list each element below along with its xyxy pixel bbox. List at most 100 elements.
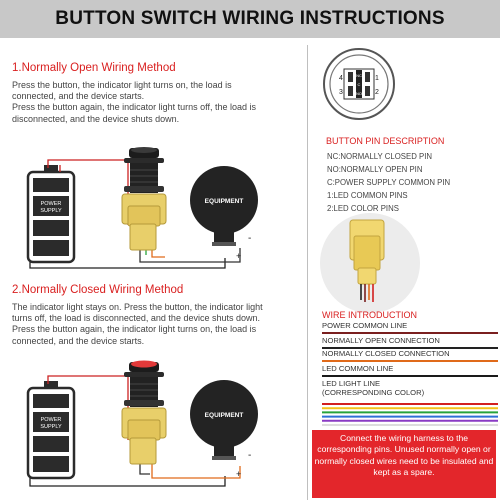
wire-label: NORMALLY CLOSED CONNECTION (322, 349, 450, 358)
pin (348, 72, 353, 82)
switch-button-lit (131, 360, 157, 368)
power-supply-label: POWER (41, 417, 62, 423)
normally-closed-heading: 2.Normally Closed Wiring Method (12, 284, 184, 296)
list-item: 1:LED COMMON PINS (327, 191, 408, 200)
wire-label: NORMALLY OPEN CONNECTION (322, 336, 440, 345)
equipment-base (214, 444, 234, 456)
power-supply-label: POWER (41, 201, 62, 207)
wire-row-normally-open: NORMALLY OPEN CONNECTION (322, 336, 498, 349)
wire-label: (CORRESPONDING COLOR) (322, 387, 425, 397)
connector-housing (353, 235, 381, 271)
battery-cell (33, 220, 69, 236)
list-item: C:POWER SUPPLY COMMON PIN (327, 178, 451, 187)
battery-terminal (44, 381, 58, 389)
battery-cell (33, 196, 69, 216)
equipment-base (214, 230, 234, 242)
pin-c-label: C (358, 82, 361, 87)
text-line: connected, and the device starts. (12, 91, 145, 102)
load-wire (139, 248, 241, 263)
pin (348, 86, 353, 96)
power-supply-label: SUPPLY (40, 208, 62, 214)
minus-sign: - (248, 450, 251, 461)
switch-nut (124, 186, 164, 192)
pin-number-label: 2 (375, 89, 379, 96)
wire-row-power-common: POWER COMMON LINE (322, 321, 498, 334)
power-supply-label: SUPPLY (40, 424, 62, 430)
pin-center-bar (356, 70, 362, 98)
wire-line (322, 374, 498, 377)
normally-open-heading: 1.Normally Open Wiring Method (12, 62, 176, 74)
text-line: Press the button again, the indicator li… (12, 102, 256, 113)
normally-closed-diagram: POWER SUPPLY + - EQUIPMENT (26, 360, 258, 487)
battery-cell (33, 436, 69, 452)
battery-cell (33, 240, 69, 256)
title-banner: BUTTON SWITCH WIRING INSTRUCTIONS (0, 0, 500, 38)
wire-row-led-common: LED COMMON LINE (322, 364, 498, 377)
wire-line (322, 331, 498, 334)
wire-label: LED COMMON LINE (322, 364, 394, 373)
connector-plug (357, 267, 377, 285)
text-line: The indicator light stays on. Press the … (12, 302, 263, 312)
battery-terminal (44, 165, 58, 173)
equipment-label: EQUIPMENT (205, 198, 244, 205)
pin-number-label: 4 (339, 75, 343, 82)
wire-line (322, 359, 498, 362)
equipment-label: EQUIPMENT (205, 412, 244, 419)
notice-box: Connect the wiring harness to the corres… (312, 430, 496, 498)
pin (365, 72, 370, 82)
unused-nc-wire (151, 248, 165, 258)
switch-pin-face: 4 3 1 2 NC C NO (323, 48, 395, 120)
led-color-lines (322, 403, 498, 426)
switch-nut (124, 400, 164, 406)
wire-line (322, 346, 498, 349)
connector-photo (320, 213, 420, 313)
equipment-terminal (212, 242, 236, 246)
text-line: Press the button, the indicator light tu… (12, 80, 232, 90)
equipment-terminal (212, 456, 236, 460)
connector-housing (127, 205, 161, 227)
switch-button-top (131, 147, 157, 153)
normally-open-diagram: POWER SUPPLY + - EQUIPMENT (26, 147, 258, 269)
list-item: NO:NORMALLY OPEN PIN (327, 165, 423, 174)
return-wire (29, 476, 226, 487)
connector-housing (127, 419, 161, 441)
normally-open-text: Press the button, the indicator light tu… (12, 80, 256, 125)
battery-cell (33, 394, 69, 408)
text-line: turns off, the load is disconnected, and… (12, 313, 260, 324)
pin-description-heading: BUTTON PIN DESCRIPTION (326, 136, 445, 146)
pin-description-list: NC:NORMALLY CLOSED PIN NO:NORMALLY OPEN … (327, 150, 450, 215)
equipment-body (190, 380, 258, 448)
list-item: 2:LED COLOR PINS (327, 204, 399, 213)
connector-plug (129, 437, 157, 465)
wire-introduction-heading: WIRE INTRODUCTION (322, 310, 417, 320)
page-title: BUTTON SWITCH WIRING INSTRUCTIONS (55, 8, 445, 29)
plus-sign: + (236, 469, 241, 479)
unused-no-wire (139, 464, 150, 475)
pin-number-label: 1 (375, 75, 379, 82)
text-line: connected, and the device starts. (12, 335, 145, 346)
pin-number-label: 3 (339, 89, 343, 96)
connector-plug (129, 223, 157, 251)
list-item: NC:NORMALLY CLOSED PIN (327, 152, 432, 161)
switch-bezel (124, 372, 164, 377)
minus-sign: - (248, 233, 251, 244)
pin (365, 86, 370, 96)
pin-no-label: NO (356, 91, 362, 96)
battery-cell (33, 456, 69, 472)
plus-sign: + (236, 251, 241, 261)
wire-label: LED LIGHT LINE (322, 379, 381, 388)
pin-nc-label: NC (356, 73, 362, 78)
switch-bezel (124, 158, 164, 163)
wire-row-normally-closed: NORMALLY CLOSED CONNECTION (322, 349, 498, 362)
wire-label: POWER COMMON LINE (322, 321, 408, 330)
return-wire (29, 258, 226, 269)
equipment-body (190, 166, 258, 234)
nc-load-wire (151, 464, 241, 479)
battery-cell (33, 412, 69, 432)
text-line: Press the button again, the indicator li… (12, 324, 257, 335)
column-divider (307, 45, 308, 500)
text-line: disconnected, and the device shuts down. (12, 113, 180, 124)
battery-cell (33, 178, 69, 192)
wire-row-led-light: LED LIGHT LINE (CORRESPONDING COLOR) (322, 379, 498, 397)
